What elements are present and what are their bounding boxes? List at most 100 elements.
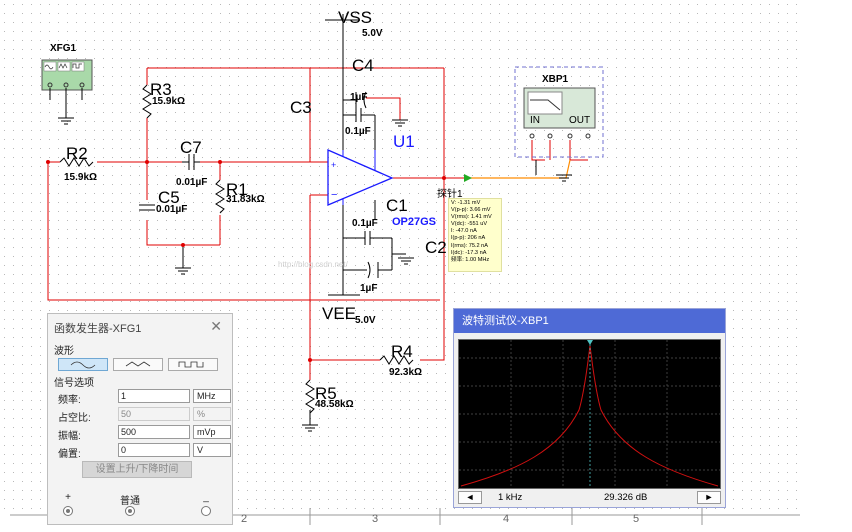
minus-terminal-label: _ (203, 492, 209, 503)
c2-capacitor[interactable] (365, 261, 379, 279)
amplitude-unit[interactable]: mVp (193, 425, 231, 439)
probe-label: 探针1 (437, 189, 463, 200)
vee-label: VEE (322, 304, 357, 323)
bode-grid (459, 340, 720, 488)
xfg1-label: XFG1 (50, 43, 77, 54)
cursor-left-button[interactable]: ◄ (458, 491, 482, 504)
xbp1-instrument[interactable] (514, 66, 604, 158)
probe-line: V: -1.31 mV (451, 200, 481, 206)
r4-resistor[interactable] (379, 355, 414, 365)
offset-unit[interactable]: V (193, 443, 231, 457)
c5-label: C5 (158, 188, 180, 207)
vee-value: 5.0V (355, 315, 376, 326)
plus-terminal[interactable] (63, 506, 73, 516)
red-wires (47, 67, 588, 380)
function-generator-title: 函数发生器-XFG1 (54, 323, 142, 335)
frequency-row: 频率: 1 MHz (58, 389, 231, 406)
probe-arrow (464, 174, 472, 182)
r2-label: R2 (66, 144, 88, 163)
ruler-label: 4 (503, 513, 510, 525)
rise-fall-time-button: 设置上升/下降时间 (82, 461, 192, 478)
probe-line: I(p-p): 206 nA (451, 235, 486, 242)
c3-value: 0.1µF (345, 126, 371, 137)
u1-label: U1 (393, 132, 415, 151)
frequency-unit[interactable]: MHz (193, 389, 231, 403)
ruler-label: 5 (633, 513, 640, 525)
c2-label: C2 (425, 238, 447, 257)
amplitude-input[interactable]: 500 (118, 425, 190, 439)
c1-capacitor[interactable] (364, 231, 375, 245)
sine-wave-button[interactable] (58, 358, 108, 371)
amplitude-row: 振幅: 500 mVp (58, 425, 231, 442)
common-terminal[interactable] (125, 506, 135, 516)
triangle-wave-icon (125, 361, 151, 367)
offset-input[interactable]: 0 (118, 443, 190, 457)
function-generator-window: 函数发生器-XFG1 ✕ 波形 信号选项 频率: 1 MHz 占空比: 50 %… (47, 313, 233, 525)
c5-capacitor[interactable] (139, 204, 155, 211)
bode-plotter-window: 波特测试仪-XBP1 ◄ 1 kHz 29.326 dB ► (453, 308, 726, 508)
xbp1-in-label: IN (530, 115, 540, 126)
signal-options-label: 信号选项 (54, 378, 94, 389)
svg-text:−: − (331, 189, 337, 201)
vss-label: VSS (338, 8, 373, 27)
frequency-input[interactable]: 1 (118, 389, 190, 403)
r3-value: 15.9kΩ (152, 96, 186, 107)
frequency-label: 频率: (58, 395, 81, 406)
vss-value: 5.0V (362, 28, 383, 39)
xbp1-label: XBP1 (542, 74, 569, 85)
c7-label: C7 (180, 138, 202, 157)
ground-symbol (58, 117, 74, 125)
supply-wires (325, 14, 406, 296)
ground-symbol-c1 (398, 257, 414, 265)
bode-plot-area (458, 339, 721, 489)
offset-row: 偏置: 0 V (58, 443, 231, 460)
r4-value: 92.3kΩ (389, 367, 423, 378)
probe-line: I: -47.0 nA (451, 228, 477, 235)
square-wave-button[interactable] (168, 358, 218, 371)
probe-line: V(p-p): 3.66 mV (451, 207, 491, 214)
c4-value: 1µF (350, 92, 368, 103)
ground-symbol-bode (556, 174, 572, 182)
r3-resistor[interactable] (142, 84, 152, 119)
c4-capacitor[interactable] (355, 91, 367, 109)
svg-text:+: + (331, 160, 336, 170)
r1-resistor[interactable] (215, 179, 225, 214)
bode-cursor-handle[interactable] (587, 340, 593, 345)
c7-capacitor[interactable] (182, 154, 200, 170)
opamp-u1[interactable]: + − (327, 149, 394, 206)
r5-label: R5 (315, 384, 337, 403)
r2-value: 15.9kΩ (64, 172, 98, 183)
r3-label: R3 (150, 80, 172, 99)
duty-cycle-label: 占空比: (58, 413, 91, 424)
probe-line: V(dc): -551 uV (451, 221, 488, 228)
ground-symbol-c4 (392, 119, 408, 127)
bode-plotter-title: 波特测试仪-XBP1 (454, 309, 725, 333)
c3-capacitor[interactable] (355, 108, 365, 122)
bode-frequency-readout: 1 kHz (498, 492, 523, 503)
c2-value: 1µF (360, 283, 378, 294)
ruler-label: 3 (372, 513, 379, 525)
xfg1-instrument[interactable] (41, 59, 93, 91)
minus-terminal[interactable] (201, 506, 211, 516)
square-wave-icon (178, 361, 204, 368)
ground-symbol-filter (175, 245, 191, 275)
r1-label: R1 (226, 180, 248, 199)
probe-line: 频率: 1.00 MHz (451, 256, 490, 263)
c4-label: C4 (352, 56, 374, 75)
r4-label: R4 (391, 342, 413, 361)
c1-value: 0.1µF (352, 218, 378, 229)
amplitude-label: 振幅: (58, 431, 81, 442)
probe-line: I(dc): -17.3 nA (451, 249, 487, 256)
r2-resistor[interactable] (59, 157, 94, 167)
sine-wave-icon (70, 361, 96, 369)
close-icon[interactable]: ✕ (210, 318, 222, 334)
probe-tooltip: V: -1.31 mV V(p-p): 3.66 mV V(rms): 1.41… (448, 198, 502, 272)
r5-resistor[interactable] (305, 379, 315, 414)
bode-gain-readout: 29.326 dB (604, 492, 648, 503)
c7-value: 0.01µF (176, 177, 208, 188)
triangle-wave-button[interactable] (113, 358, 163, 371)
bode-readout-bar: ◄ 1 kHz 29.326 dB ► (458, 491, 721, 505)
cursor-right-button[interactable]: ► (697, 491, 721, 504)
ruler-label: 2 (241, 513, 248, 525)
bode-magnitude-curve (460, 345, 719, 487)
